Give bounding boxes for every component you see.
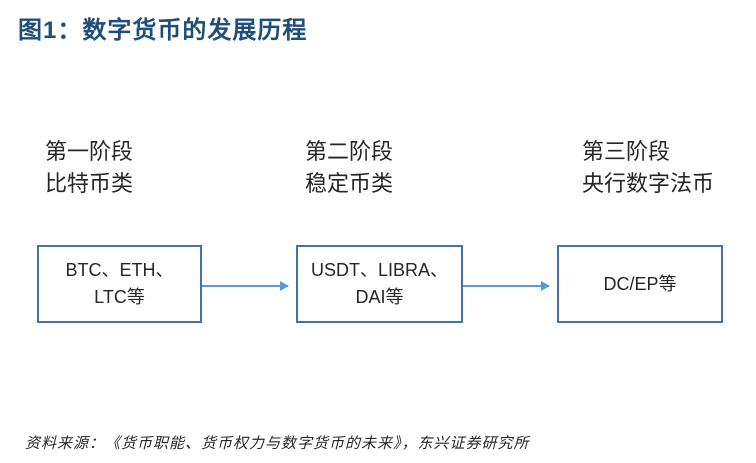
stage-2-box-line2: DAI等 — [355, 287, 404, 307]
stage-2-label-line2: 稳定币类 — [305, 171, 394, 196]
stage-2-box-line1: USDT、LIBRA、 — [310, 260, 449, 280]
figure-title: 图1：数字货币的发展历程 — [18, 17, 308, 44]
right-arrow-icon — [463, 281, 550, 291]
stage-3-box: DC/EP等 — [557, 245, 723, 323]
stage-2-label: 第二阶段 稳定币类 — [305, 136, 393, 200]
stage-3-label: 第三阶段 央行数字法币 — [582, 136, 714, 200]
stage-3-label-line1: 第三阶段 — [582, 139, 671, 164]
stage-2-box: USDT、LIBRA、 DAI等 — [296, 245, 463, 323]
stage-3-box-line1: DC/EP等 — [603, 273, 677, 294]
stage-1-box-line1: BTC、ETH、 — [65, 260, 174, 280]
stage-3-label-line2: 央行数字法币 — [582, 171, 715, 196]
stage-1-box: BTC、ETH、 LTC等 — [37, 245, 202, 323]
stage-2-label-line1: 第二阶段 — [305, 139, 394, 164]
right-arrow-icon — [202, 281, 289, 291]
stage-1-box-line2: LTC等 — [94, 287, 145, 307]
source-note: 资料来源：《货币职能、货币权力与数字货币的未来》，东兴证券研究所 — [25, 434, 530, 452]
stage-1-label-line2: 比特币类 — [45, 171, 134, 196]
stage-1-label-line1: 第一阶段 — [45, 139, 134, 164]
stage-1-label: 第一阶段 比特币类 — [45, 136, 133, 200]
